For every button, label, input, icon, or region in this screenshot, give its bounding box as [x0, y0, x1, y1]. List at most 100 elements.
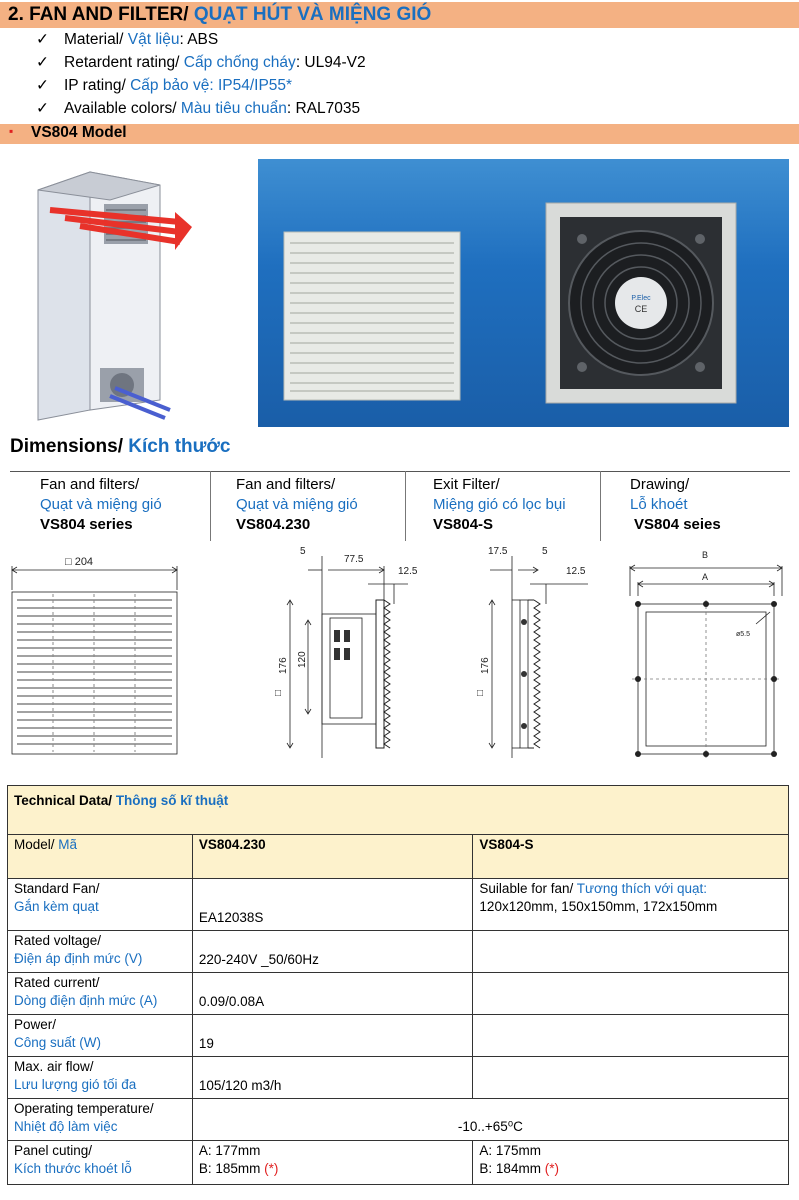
column-label-en: Exit Filter/	[433, 476, 500, 493]
technical-data-table: Technical Data/ Thông số kĩ thuật Model/…	[7, 785, 790, 1185]
spec-label-en: Retardent rating/	[64, 54, 180, 71]
dimension-column-4: Drawing/ Lỗ khoét VS804 seies	[630, 475, 721, 535]
cell-sizes: 120x120mm, 150x150mm, 172x150mm	[479, 899, 718, 914]
filter-grille	[283, 231, 461, 401]
section-title-en: FAN AND FILTER/	[29, 4, 189, 25]
cell-en: Suilable for fan/	[479, 881, 574, 896]
table-row: Model/ Mã VS804.230 VS804-S	[7, 834, 789, 879]
column-label-en: Fan and filters/	[236, 476, 336, 493]
check-icon: ✓	[36, 31, 49, 48]
column-model: VS804.230	[236, 516, 311, 533]
dim-label-176: 176	[278, 657, 289, 674]
dimension-column-3: Exit Filter/ Miệng gió có lọc bụi VS804-…	[433, 475, 566, 535]
cell-a: A: 175mm	[479, 1143, 541, 1158]
dim-label-17-5: 17.5	[488, 546, 508, 557]
table-label-cell: Rated voltage/Điện áp định mức (V)	[7, 930, 193, 973]
dim-label-5: 5	[300, 546, 306, 557]
label-en: Standard Fan/	[14, 881, 100, 896]
table-cell	[472, 972, 789, 1015]
dim-label-b: B	[702, 550, 708, 560]
table-cell: Suilable for fan/ Tương thích với quạt: 1…	[472, 878, 789, 931]
fan-brand-label: P.Elec	[631, 295, 651, 302]
spec-item-retardent: ✓ Retardent rating/ Cấp chống cháy: UL94-…	[36, 53, 366, 72]
drawing-front-grille: □ 204	[11, 556, 178, 755]
drawing-vs804-s-side: 17.5 5 12.5 176 □	[477, 546, 588, 758]
product-photo: P.Elec CE	[258, 159, 789, 427]
table-cell: 105/120 m3/h	[191, 1056, 474, 1099]
check-icon: ✓	[36, 77, 49, 94]
section-title: 2. FAN AND FILTER/ QUẠT HÚT VÀ MIỆNG GIÓ	[8, 4, 431, 26]
column-label-vi: Miệng gió có lọc bụi	[433, 496, 566, 513]
column-model: VS804 seies	[634, 516, 721, 533]
spec-item-ip-rating: ✓IP rating/ Cấp bảo vệ: IP54/IP55*	[36, 76, 292, 95]
spec-label-en: IP rating/	[64, 77, 126, 94]
table-row: Operating temperature/Nhiệt độ làm việc …	[7, 1098, 790, 1141]
spec-label-en: Available colors/	[64, 100, 177, 117]
table-cell: 19	[191, 1014, 474, 1057]
check-icon: ✓	[36, 54, 49, 71]
table-label-cell: Power/Công suất (W)	[7, 1014, 193, 1057]
dim-square-symbol: □	[477, 688, 483, 699]
label-en: Max. air flow/	[14, 1059, 94, 1074]
spec-value: : RAL7035	[286, 100, 361, 117]
table-title-vi: Thông số kĩ thuật	[115, 793, 229, 808]
spec-label-vi: Vật liệu	[127, 31, 180, 48]
label-en: Operating temperature/	[14, 1101, 154, 1116]
section-title-vi: QUẠT HÚT VÀ MIỆNG GIÓ	[193, 4, 432, 25]
label-en: Power/	[14, 1017, 57, 1032]
dimension-column-1: Fan and filters/ Quạt và miệng gió VS804…	[40, 475, 162, 535]
column-label-vi: Quạt và miệng gió	[236, 496, 358, 513]
column-divider	[405, 471, 406, 541]
table-cell	[472, 1056, 789, 1099]
dim-label-a: A	[702, 572, 708, 582]
label-vi: Mã	[58, 837, 78, 852]
table-label-cell: Model/ Mã	[7, 834, 193, 879]
table-row: Standard Fan/Gắn kèm quạt EA12038S Suila…	[7, 878, 789, 931]
spec-value: : IP54/IP55*	[209, 77, 293, 94]
cell-a: A: 177mm	[198, 1143, 261, 1158]
dim-label-77-5: 77.5	[344, 554, 364, 565]
dim-label-12-5: 12.5	[566, 566, 586, 577]
cabinet-airflow-illustration	[37, 171, 192, 421]
table-label-cell: Panel cuting/Kích thước khoét lỗ	[7, 1140, 193, 1185]
dimensions-title-vi: Kích thước	[128, 436, 231, 457]
dim-label-hole: ø5.5	[736, 631, 750, 638]
table-cell: 220-240V _50/60Hz	[191, 930, 474, 973]
check-icon: ✓	[36, 100, 49, 117]
model-heading-bar	[0, 124, 799, 144]
bottom-fan	[100, 368, 144, 402]
spec-value: : UL94-V2	[295, 54, 366, 71]
table-cell: EA12038S	[191, 878, 474, 931]
column-divider	[210, 471, 211, 541]
cell-vi: Tương thích với quạt:	[576, 881, 708, 896]
table-title-row: Technical Data/ Thông số kĩ thuật	[7, 785, 789, 835]
spec-value: : ABS	[179, 31, 219, 48]
table-label-cell: Max. air flow/Lưu lượng gió tối đa	[7, 1056, 193, 1099]
column-divider	[600, 471, 601, 541]
note-marker: (*)	[264, 1161, 279, 1176]
label-en: Model/	[14, 837, 55, 852]
cell-b: B: 185mm	[198, 1161, 261, 1176]
label-vi: Kích thước khoét lỗ	[14, 1161, 132, 1176]
dim-label-12-5: 12.5	[398, 566, 418, 577]
label-en: Panel cuting/	[14, 1143, 93, 1158]
label-vi: Điện áp định mức (V)	[14, 951, 143, 966]
label-vi: Gắn kèm quạt	[14, 899, 99, 914]
section-header-bar	[0, 2, 799, 28]
table-label-cell: Standard Fan/Gắn kèm quạt	[7, 878, 193, 931]
column-label-vi: Quạt và miệng gió	[40, 496, 162, 513]
column-label-en: Fan and filters/	[40, 476, 140, 493]
dimensions-title-en: Dimensions/	[10, 436, 123, 457]
bullet-icon: ▪	[9, 124, 14, 138]
table-cell	[472, 1014, 789, 1057]
spec-label-vi: Cấp chống cháy	[183, 54, 296, 71]
table-header-col2: VS804-S	[472, 834, 789, 879]
drawing-vs804-230-side: 5 77.5 12.5 176 120 □	[275, 546, 418, 758]
table-header-col1: VS804.230	[191, 834, 474, 879]
column-label-en: Drawing/	[630, 476, 690, 493]
dim-square-symbol: □	[275, 688, 281, 699]
dim-label-120: 120	[297, 651, 308, 668]
dimensions-title: Dimensions/ Kích thước	[10, 436, 230, 458]
dim-width-label: □ 204	[65, 556, 93, 568]
fan-ce-label: CE	[635, 304, 648, 314]
